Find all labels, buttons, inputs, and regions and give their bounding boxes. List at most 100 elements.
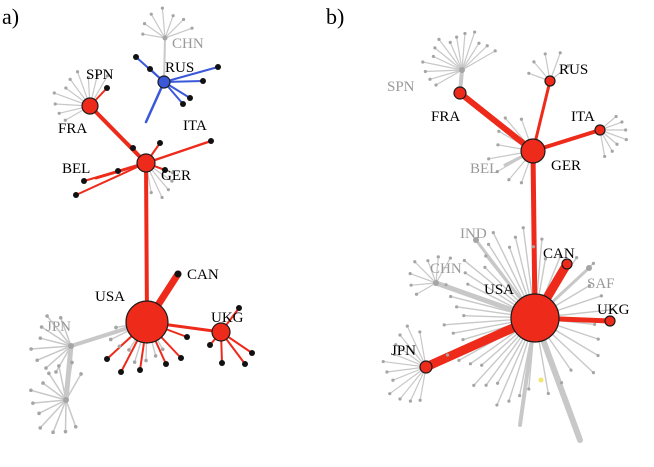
b-jpn-gray-edge-6 [382, 360, 427, 368]
node-layer [29, 6, 628, 435]
a-jpn-gray-edge-1 [45, 345, 72, 369]
a-chn-gray-leaf-5 [181, 17, 186, 22]
a-rus-dot-4 [180, 101, 186, 107]
a-chn-gray-leaf-0 [141, 32, 145, 36]
a-rus-dot-3 [187, 95, 193, 101]
a-jpn-jpn2-edge [63, 343, 74, 403]
a-rus-dot-1 [215, 64, 221, 70]
label-chn-b: CHN [430, 261, 462, 277]
label-ukg-a: UKG [211, 310, 244, 326]
b-usa-gray-leaf-12 [451, 331, 455, 335]
a-fra-gray-leaf-5 [68, 77, 72, 81]
a-ger-ita-edge [144, 139, 213, 165]
a-ger-dot-4 [162, 167, 168, 173]
label-bel-a: BEL [62, 161, 90, 177]
b-jpn-gray-leaf-10 [405, 324, 409, 328]
b-usa-gray-leaf-6 [472, 383, 476, 387]
b-spn-gray-leaf-8 [455, 35, 459, 39]
a-rus-chn-edge [163, 37, 166, 83]
a-ukg-dot-2 [219, 360, 225, 366]
a-fra-node [81, 97, 99, 115]
b-usa-gray-leaf-4 [495, 381, 500, 385]
b-rus-gray-leaf-3 [558, 51, 562, 55]
b-usa-gray-leaf-5 [484, 383, 488, 387]
a-jpn2-node [63, 397, 69, 403]
b-usa-gray-leaf-7 [480, 363, 484, 367]
b-usa-gray2-leaf-4 [587, 283, 592, 288]
a-jpn2-gray-leaf-6 [29, 388, 33, 393]
a-usa-gray-leaf-3 [132, 360, 137, 364]
b-usa-node [510, 293, 560, 343]
label-ita-b: ITA [571, 109, 595, 125]
b-ger-gray-leaf-6 [503, 116, 507, 120]
b-spn-gray-leaf-11 [477, 41, 481, 45]
panel-b-label: b) [326, 4, 344, 29]
a-fra-gray-leaf-8 [95, 73, 99, 77]
b-usa-gray2-leaf-7 [593, 322, 597, 327]
a-rus-dot-2 [200, 78, 206, 84]
b-chn-gray-leaf-6 [448, 256, 452, 260]
b-ukg-node [604, 315, 616, 327]
a-fra-gray-leaf-7 [86, 75, 90, 80]
b-yellow-node [538, 377, 544, 383]
a-fra-gray-leaf-3 [52, 91, 56, 95]
b-ger-node [520, 138, 546, 164]
b-spn-gray-edge-12 [461, 45, 488, 71]
label-usa-a: USA [95, 289, 125, 305]
a-chn-gray-leaf-3 [160, 6, 164, 10]
a-rus-blue-1 [163, 66, 219, 83]
a-jpn2-gray-edge-5 [32, 399, 67, 404]
b-spn-gray-edge-5 [434, 47, 463, 71]
a-jpn2-gray-leaf-3 [38, 426, 43, 430]
b-usa-gray2-leaf-2 [575, 256, 579, 260]
label-jpn-b: JPN [391, 343, 416, 359]
panel-b: b) SPN FRA RUS ITA BEL GER IND CHN CAN S… [326, 4, 630, 359]
b-rus-gray-leaf-4 [566, 64, 570, 68]
a-spn-node [104, 85, 110, 91]
b-jpn-gray-leaf-3 [388, 392, 392, 396]
a-jpn2-gray-edge-2 [52, 399, 67, 434]
a-chn-gray-edge-0 [142, 33, 166, 39]
label-rus-b: RUS [559, 62, 588, 78]
label-ita-a: ITA [183, 118, 207, 134]
b-usa-gray-leaf-10 [445, 353, 450, 357]
a-chn-gray-leaf-6 [190, 26, 194, 30]
b-saf-node [586, 265, 592, 271]
b-usa-gray-leaf-2 [507, 399, 511, 403]
b-spn-gray-leaf-3 [421, 60, 425, 64]
b-usa-gray-leaf-23 [486, 242, 491, 246]
a-jpn2-gray-leaf-4 [37, 411, 41, 416]
b-spn-gray-leaf-0 [434, 83, 438, 87]
a-fra-gray-leaf-6 [75, 70, 80, 74]
b-usa-gray2-leaf-5 [599, 294, 603, 298]
a-jpn2-gray-leaf-9 [57, 364, 61, 368]
b-spn-gray-edge-7 [449, 41, 463, 71]
b-spn-gray-leaf-10 [473, 30, 477, 34]
a-rus-node [157, 75, 171, 89]
b-spn-gray-leaf-12 [485, 44, 489, 48]
b-chn-gray-edge-5 [435, 256, 439, 284]
b-spn-gray-edge-10 [461, 31, 476, 71]
b-usa-gray-leaf-14 [462, 314, 466, 318]
b-jpn-gray-edge-3 [389, 366, 427, 395]
b-spn-gray-leaf-7 [448, 40, 452, 45]
a-rus-ger-edge [144, 80, 166, 124]
a-usa-gray-leaf-7 [114, 325, 118, 330]
edge-layer [30, 7, 627, 443]
b-jpn-gray-leaf-4 [391, 378, 395, 382]
a-jpn2-gray-edge-7 [42, 382, 67, 401]
b-chn-gray-leaf-2 [408, 271, 412, 276]
panel-a-label: a) [2, 4, 19, 29]
a-chn-gray-edge-2 [150, 13, 166, 39]
a-jpn2-gray-leaf-11 [79, 372, 83, 376]
a-ger-gray-leaf-3 [160, 195, 164, 200]
b-ger-gray-leaf-7 [519, 117, 524, 121]
a-usa-dot-1 [118, 369, 124, 375]
b-jpn-gray-leaf-2 [398, 397, 402, 401]
a-usa-gray-leaf-6 [108, 337, 113, 342]
a-rus-dot-0 [133, 54, 139, 60]
b-usa-gray-leaf-16 [449, 294, 453, 299]
b-ita-gray-leaf-4 [615, 142, 619, 146]
a-ukg-dot-4 [207, 342, 213, 348]
b-usa-gray-leaf-25 [507, 245, 512, 249]
